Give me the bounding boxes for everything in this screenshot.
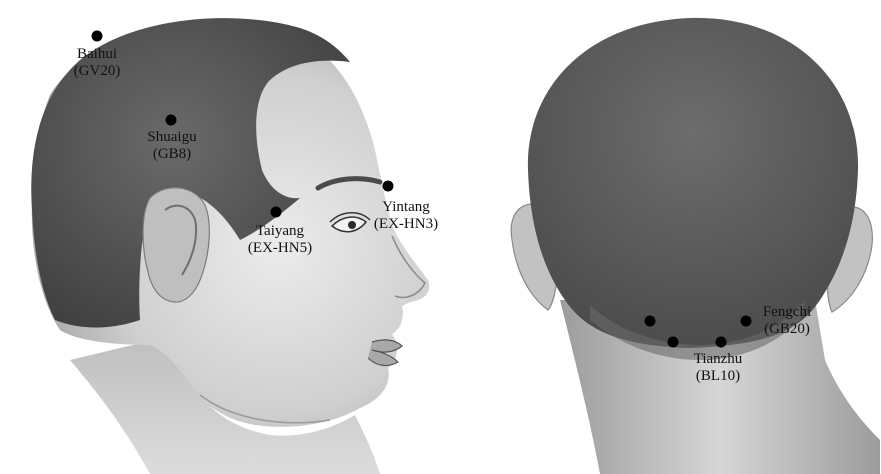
back-view-head bbox=[511, 18, 880, 474]
shuaigu-code: (GB8) bbox=[136, 146, 208, 163]
baihui-name: Baihui bbox=[64, 46, 130, 63]
fengchi-label: Fengchi (GB20) bbox=[752, 304, 822, 338]
tianzhu-code: (BL10) bbox=[682, 368, 754, 385]
yintang-label: Yintang (EX-HN3) bbox=[362, 199, 450, 233]
tianzhu-label: Tianzhu (BL10) bbox=[682, 351, 754, 385]
tianzhu-name: Tianzhu bbox=[682, 351, 754, 368]
shuaigu-name: Shuaigu bbox=[136, 129, 208, 146]
tianzhu-point-left bbox=[668, 337, 679, 348]
fengchi-point-right bbox=[741, 316, 752, 327]
yintang-name: Yintang bbox=[362, 199, 450, 216]
taiyang-point bbox=[271, 207, 282, 218]
taiyang-name: Taiyang bbox=[236, 223, 324, 240]
fengchi-name: Fengchi bbox=[752, 304, 822, 321]
fengchi-code: (GB20) bbox=[752, 321, 822, 338]
shuaigu-label: Shuaigu (GB8) bbox=[136, 129, 208, 163]
baihui-point bbox=[92, 31, 103, 42]
eye-iris bbox=[348, 221, 356, 229]
back-hair bbox=[528, 18, 858, 348]
taiyang-code: (EX-HN5) bbox=[236, 240, 324, 257]
yintang-code: (EX-HN3) bbox=[362, 216, 450, 233]
yintang-point bbox=[383, 181, 394, 192]
taiyang-label: Taiyang (EX-HN5) bbox=[236, 223, 324, 257]
tianzhu-point-right bbox=[716, 337, 727, 348]
fengchi-point-left bbox=[645, 316, 656, 327]
shuaigu-point bbox=[166, 115, 177, 126]
baihui-label: Baihui (GV20) bbox=[64, 46, 130, 80]
baihui-code: (GV20) bbox=[64, 63, 130, 80]
side-view-head bbox=[31, 18, 429, 474]
